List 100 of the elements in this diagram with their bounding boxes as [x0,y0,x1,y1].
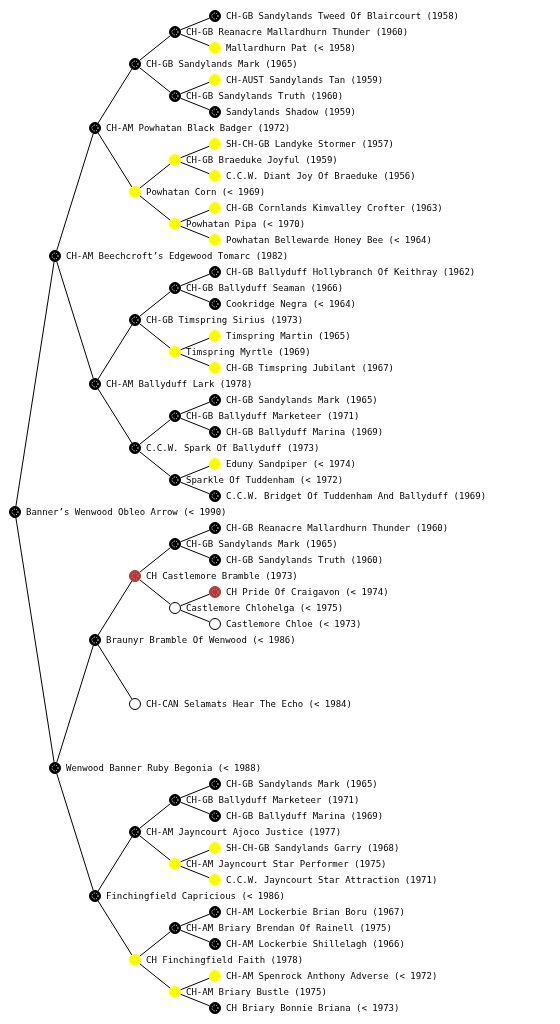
dog-name: CH-GB Cornlands Kimvalley Crofter (1963) [226,204,443,213]
connector-line [139,323,171,349]
dog-name: Braunyr Bramble Of Wenwood (< 1986) [106,636,296,645]
pedigree-marker [209,842,221,854]
pedigree-marker [89,634,101,646]
pedigree-marker [169,218,181,230]
connector-line [139,195,171,221]
pedigree-marker [209,42,221,54]
connector-line [139,67,171,93]
connector-line [97,132,133,188]
pedigree-marker [209,970,221,982]
pedigree-marker [209,234,221,246]
pedigree-marker [209,938,221,950]
pedigree-marker [209,298,221,310]
connector-line [180,465,210,479]
pedigree-marker [209,490,221,502]
connector-line [97,836,133,892]
pedigree-marker [169,474,181,486]
connector-line [180,225,210,239]
pedigree-marker [209,458,221,470]
dog-name: CH-AM Briary Bustle (1975) [186,988,327,997]
pedigree-marker [49,762,61,774]
connector-line [180,801,210,815]
connector-line [180,81,210,95]
connector-line [139,963,171,989]
dog-name: Powhatan Corn (< 1969) [146,188,266,197]
pedigree-marker [209,810,221,822]
dog-name: CH-GB Ballyduff Marina (1969) [226,812,384,821]
pedigree-marker [209,170,221,182]
pedigree-marker [209,778,221,790]
dog-name: CH Finchingfield Faith (1978) [146,956,304,965]
dog-name: CH-AM Briary Brendan Of Rainell (1975) [186,924,392,933]
pedigree-marker [129,58,141,70]
pedigree-marker [209,330,221,342]
dog-name: CH-AM Powhatan Black Badger (1972) [106,124,291,133]
connector-line [139,35,171,61]
connector-line [97,644,133,700]
connector-line [15,517,55,763]
pedigree-marker [209,906,221,918]
connector-line [139,291,171,317]
connector-line [180,993,210,1007]
connector-line [180,865,210,879]
connector-line [180,529,210,543]
connector-line [56,645,94,763]
connector-line [180,417,210,431]
pedigree-marker [169,858,181,870]
connector-line [180,337,210,351]
connector-line [180,145,210,159]
dog-name: CH Briary Bonnie Briana (< 1973) [226,1004,400,1013]
dog-name: C.C.W. Bridget Of Tuddenham And Ballyduff (1969) [226,492,487,501]
pedigree-marker [209,106,221,118]
pedigree-marker [169,410,181,422]
connector-line [139,579,171,605]
connector-line [180,977,210,991]
connector-line [180,593,210,607]
pedigree-marker [209,426,221,438]
dog-name: CH-CAN Selamats Hear The Echo (< 1984) [146,700,352,709]
dog-name: CH-GB Sandylands Mark (1965) [226,396,378,405]
dog-name: CH-GB Timspring Jubilant (1967) [226,364,394,373]
dog-name: CH-GB Sandylands Mark (1965) [186,540,338,549]
pedigree-marker [209,586,221,598]
dog-name: CH-GB Sandylands Truth (1960) [226,556,384,565]
connector-line [56,133,94,251]
dog-name: Timspring Myrtle (1969) [186,348,311,357]
pedigree-marker [169,154,181,166]
dog-name: CH-AM Lockerbie Brian Boru (1967) [226,908,405,917]
dog-name: C.C.W. Jayncourt Star Attraction (1971) [226,876,438,885]
pedigree-marker [169,346,181,358]
dog-name: CH-AM Jayncourt Star Performer (1975) [186,860,387,869]
connector-line [180,289,210,303]
pedigree-marker [129,826,141,838]
connector-line [139,931,171,957]
dog-name: Eduny Sandpiper (< 1974) [226,460,357,469]
dog-name: C.C.W. Diant Joy Of Braeduke (1956) [226,172,416,181]
dog-name: CH-GB Ballyduff Seaman (1966) [186,284,344,293]
dog-name: CH Castlemore Bramble (1973) [146,572,298,581]
pedigree-marker [209,10,221,22]
dog-name: C.C.W. Spark Of Ballyduff (1973) [146,444,320,453]
dog-name: SH-CH-GB Landyke Stormer (1957) [226,140,394,149]
pedigree-marker [169,26,181,38]
connector-line [15,261,55,507]
connector-line [180,209,210,223]
pedigree-marker [169,986,181,998]
connector-line [180,17,210,31]
dog-name: CH-GB Ballyduff Marketeer (1971) [186,796,360,805]
connector-line [97,388,133,444]
pedigree-marker [89,890,101,902]
dog-name: Powhatan Pipa (< 1970) [186,220,306,229]
pedigree-marker [209,554,221,566]
connector-line [180,161,210,175]
pedigree-marker [89,378,101,390]
dog-name: Powhatan Bellewarde Honey Bee (< 1964) [226,236,432,245]
connector-line [139,163,171,189]
dog-name: CH-GB Ballyduff Marketeer (1971) [186,412,360,421]
pedigree-marker [209,1002,221,1014]
pedigree-marker [209,874,221,886]
connector-line [97,68,133,124]
dog-name: CH-GB Ballyduff Marina (1969) [226,428,384,437]
pedigree-marker [129,186,141,198]
connector-line [56,261,94,379]
